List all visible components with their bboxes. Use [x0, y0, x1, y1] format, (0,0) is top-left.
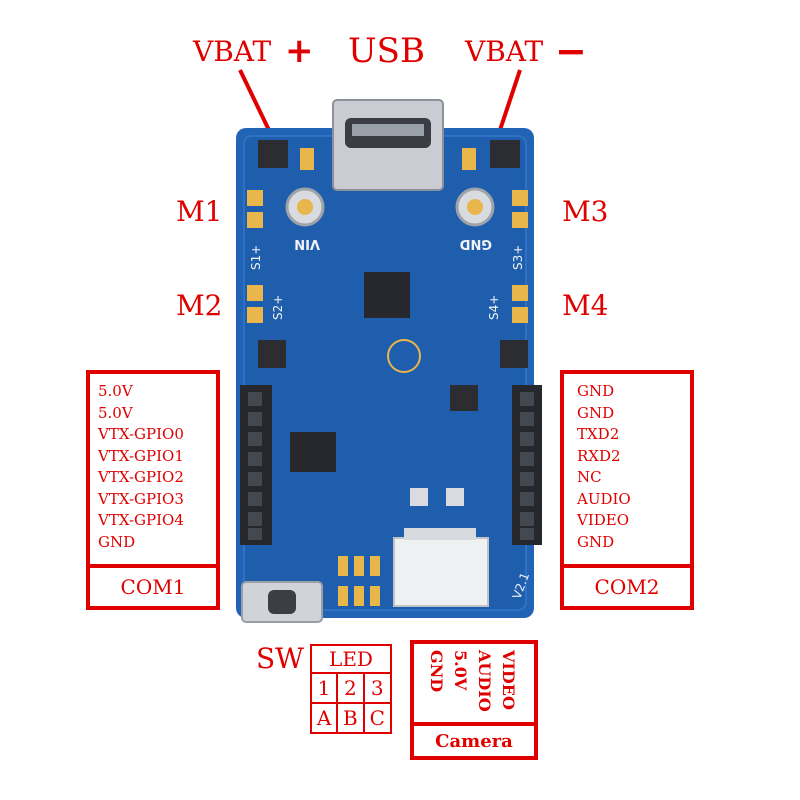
- led-letter: B: [336, 702, 365, 734]
- s1-silk: S1+: [249, 245, 263, 270]
- com2-pin: AUDIO: [577, 489, 631, 508]
- led-letter: C: [362, 702, 393, 734]
- com2-label: COM2: [560, 564, 694, 610]
- com1-pin-list: 5.0V 5.0V VTX-GPIO0 VTX-GPIO1 VTX-GPIO2 …: [98, 381, 184, 553]
- led-number: 1: [309, 672, 339, 704]
- com1-pin: VTX-GPIO3: [98, 489, 184, 508]
- vbat-plus-label: VBAT: [193, 35, 272, 68]
- vbat-minus-label: VBAT: [465, 35, 544, 68]
- com1-pin-box: [86, 370, 220, 568]
- camera-pin: VIDEO: [499, 650, 518, 710]
- usb-label: USB: [348, 31, 425, 71]
- camera-connector: [393, 537, 489, 607]
- gnd-silk: GND: [459, 236, 492, 251]
- led-table: LED 1 2 3 A B C: [309, 644, 393, 734]
- led-number: 3: [362, 672, 393, 704]
- com1-pin: VTX-GPIO1: [98, 446, 184, 465]
- mcu-chip: [364, 272, 410, 318]
- com1-pin: VTX-GPIO2: [98, 468, 184, 486]
- com2-pin: TXD2: [577, 425, 620, 443]
- m2-label: M2: [176, 289, 223, 322]
- vbat-plus-sign: +: [285, 31, 314, 71]
- vbat-minus-sign: −: [555, 29, 587, 73]
- camera-pin: AUDIO: [475, 650, 494, 712]
- led-title: LED: [310, 644, 392, 674]
- led-letter: A: [309, 702, 339, 734]
- camera-pin: 5.0V: [451, 650, 470, 691]
- sw-label: SW: [256, 642, 304, 675]
- camera-pin: GND: [427, 650, 446, 693]
- led-number: 2: [336, 672, 365, 704]
- com1-pin: 5.0V: [98, 382, 133, 400]
- com1-pin: GND: [98, 532, 136, 551]
- s3-silk: S3+: [511, 245, 525, 270]
- com2-pin-box: [560, 370, 694, 568]
- s4-silk: S4+: [487, 295, 501, 320]
- com2-pin: GND: [577, 532, 615, 551]
- com2-pin: NC: [577, 468, 602, 486]
- com2-pin: GND: [577, 403, 615, 422]
- com2-pin: GND: [577, 382, 615, 400]
- com2-pin: VIDEO: [577, 511, 630, 529]
- flash-chip: [290, 432, 336, 472]
- m4-label: M4: [562, 289, 609, 322]
- com1-label: COM1: [86, 564, 220, 610]
- s2-silk: S2+: [271, 295, 285, 320]
- m3-label: M3: [562, 195, 609, 228]
- com2-pin-list: GND GND TXD2 RXD2 NC AUDIO VIDEO GND: [577, 381, 631, 553]
- com1-pin: 5.0V: [98, 403, 133, 422]
- vin-silk: VIN: [294, 236, 320, 251]
- m1-label: M1: [176, 195, 223, 228]
- com1-pin: VTX-GPIO4: [98, 511, 184, 529]
- camera-label: Camera: [410, 722, 538, 760]
- com2-pin: RXD2: [577, 446, 621, 465]
- com1-pin: VTX-GPIO0: [98, 425, 184, 443]
